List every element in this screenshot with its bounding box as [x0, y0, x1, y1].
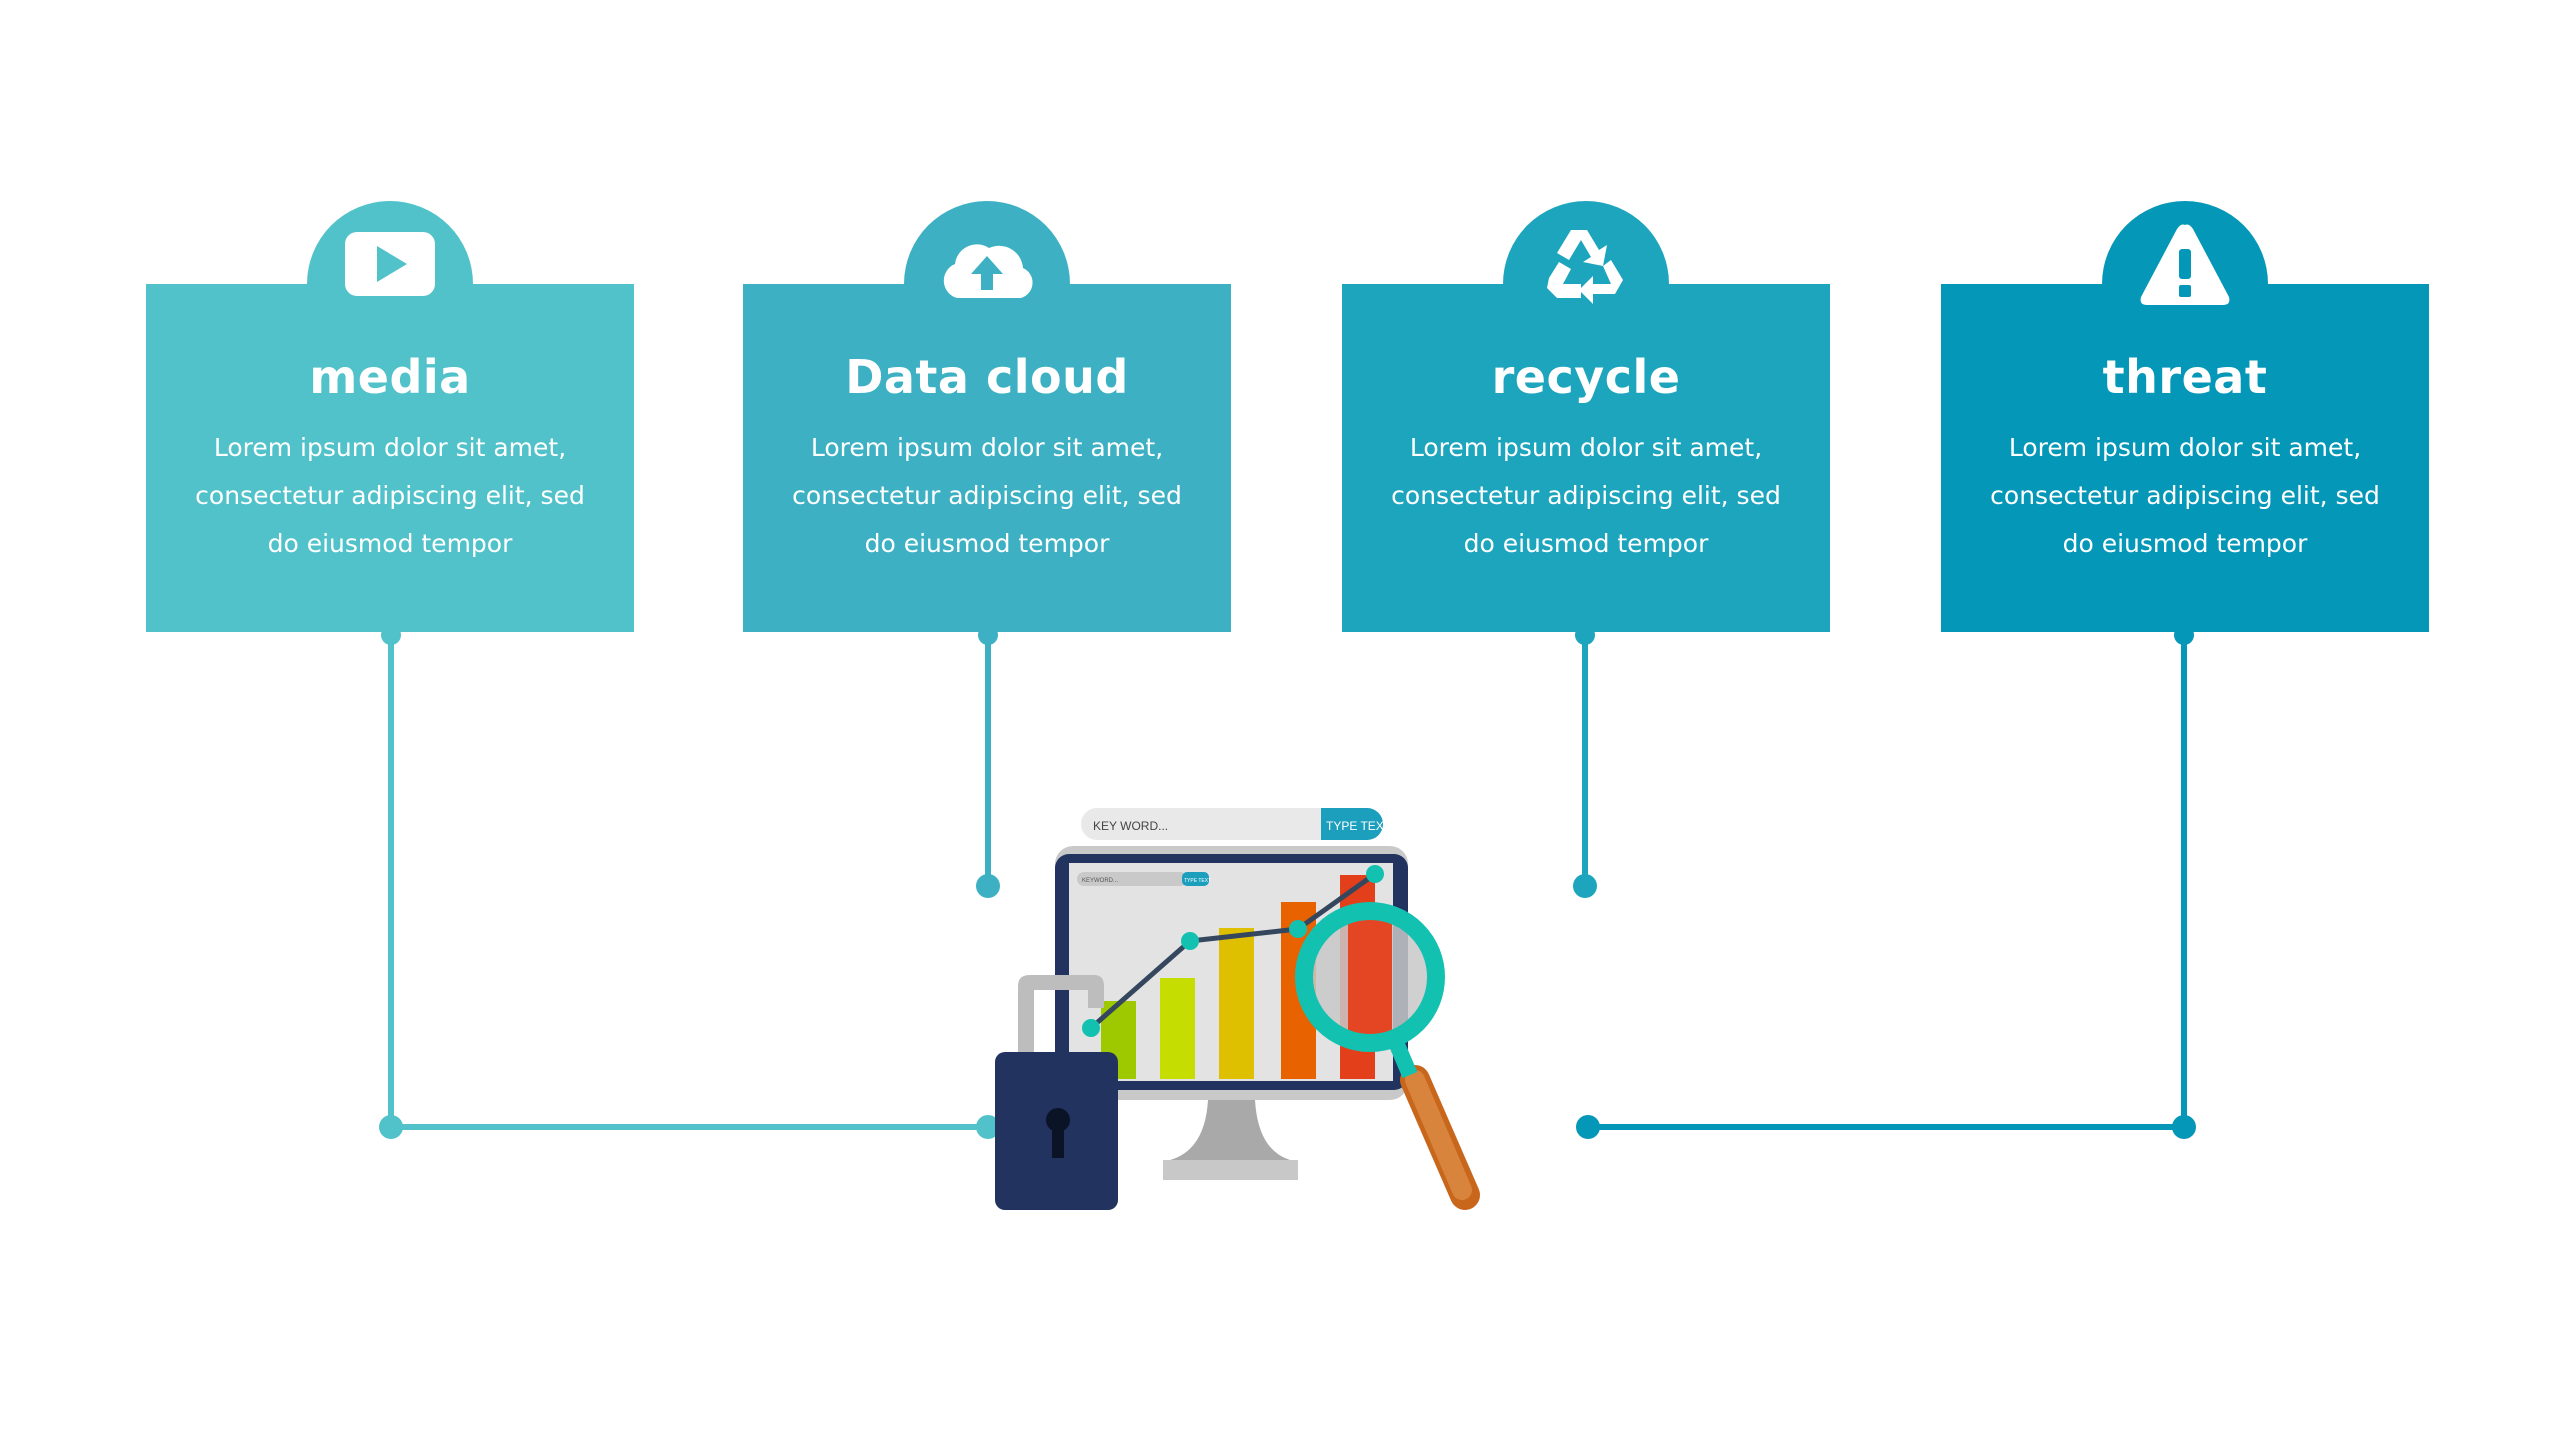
search-bar: KEY WORD... TYPE TEXT — [1081, 808, 1392, 840]
bar — [1160, 978, 1195, 1079]
magnifier-icon — [1295, 902, 1480, 1210]
padlock-icon — [995, 975, 1118, 1210]
bar — [1219, 928, 1254, 1079]
card-data-cloud: Data cloud Lorem ipsum dolor sit amet, c… — [743, 201, 1231, 632]
search-button: TYPE TEXT — [1326, 819, 1392, 833]
card-title: threat — [2102, 350, 2268, 404]
card-recycle: recycle Lorem ipsum dolor sit amet, cons… — [1342, 201, 1830, 632]
card-body: Lorem ipsum dolor sit amet, consectetur … — [1990, 433, 2380, 558]
play-icon — [340, 224, 440, 304]
card-body: Lorem ipsum dolor sit amet, consectetur … — [195, 433, 585, 558]
card-title: recycle — [1491, 350, 1681, 404]
card-title: Data cloud — [845, 350, 1129, 404]
svg-text:KEYWORD...: KEYWORD... — [1082, 878, 1118, 884]
card-media: media Lorem ipsum dolor sit amet, consec… — [146, 201, 634, 632]
search-placeholder: KEY WORD... — [1093, 819, 1168, 833]
recycle-icon — [1536, 224, 1636, 304]
svg-text:TYPE TEXT: TYPE TEXT — [1184, 878, 1211, 884]
warning-icon — [2135, 224, 2235, 305]
card-threat: threat Lorem ipsum dolor sit amet, conse… — [1941, 201, 2429, 632]
card-title: media — [309, 350, 471, 404]
cloud-upload-icon — [937, 224, 1037, 304]
card-body: Lorem ipsum dolor sit amet, consectetur … — [1391, 433, 1781, 558]
card-body: Lorem ipsum dolor sit amet, consectetur … — [792, 433, 1182, 558]
